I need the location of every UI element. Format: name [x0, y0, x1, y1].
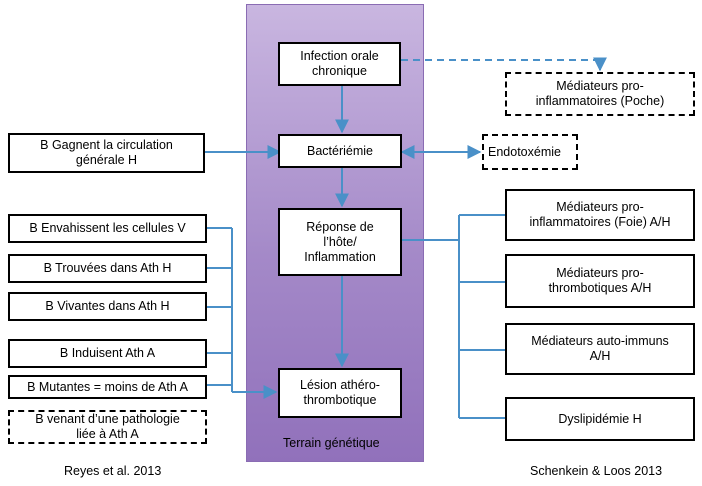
box-lesion: Lésion athéro- thrombotique — [278, 368, 402, 418]
box-pathologie: B venant d’une pathologie liée à Ath A — [8, 410, 207, 444]
box-mediateurs-poche: Médiateurs pro- inflammatoires (Poche) — [505, 72, 695, 116]
box-endotoxemie: Endotoxémie — [482, 134, 578, 170]
box-dyslipidemie: Dyslipidémie H — [505, 397, 695, 441]
box-bacteriemie: Bactériémie — [278, 134, 402, 168]
box-trouvees-ath: B Trouvées dans Ath H — [8, 254, 207, 283]
box-mutantes: B Mutantes = moins de Ath A — [8, 375, 207, 399]
box-vivantes-ath: B Vivantes dans Ath H — [8, 292, 207, 321]
label-terrain-genetique: Terrain génétique — [283, 436, 380, 450]
box-mediateurs-thrombotiques: Médiateurs pro- thrombotiques A/H — [505, 254, 695, 308]
reference-reyes: Reyes et al. 2013 — [64, 464, 162, 478]
box-mediateurs-foie: Médiateurs pro- inflammatoires (Foie) A/… — [505, 189, 695, 241]
box-induisent-ath: B Induisent Ath A — [8, 339, 207, 368]
box-gagnent-circulation: B Gagnent la circulation générale H — [8, 133, 205, 173]
box-envahissent-cellules: B Envahissent les cellules V — [8, 214, 207, 243]
box-reponse-hote: Réponse de l’hôte/ Inflammation — [278, 208, 402, 276]
arrow-infection-to-poche — [401, 57, 607, 72]
reference-schenkein: Schenkein & Loos 2013 — [530, 464, 663, 478]
box-infection-orale: Infection orale chronique — [278, 42, 401, 86]
box-mediateurs-autoimmuns: Médiateurs auto-immuns A/H — [505, 323, 695, 375]
